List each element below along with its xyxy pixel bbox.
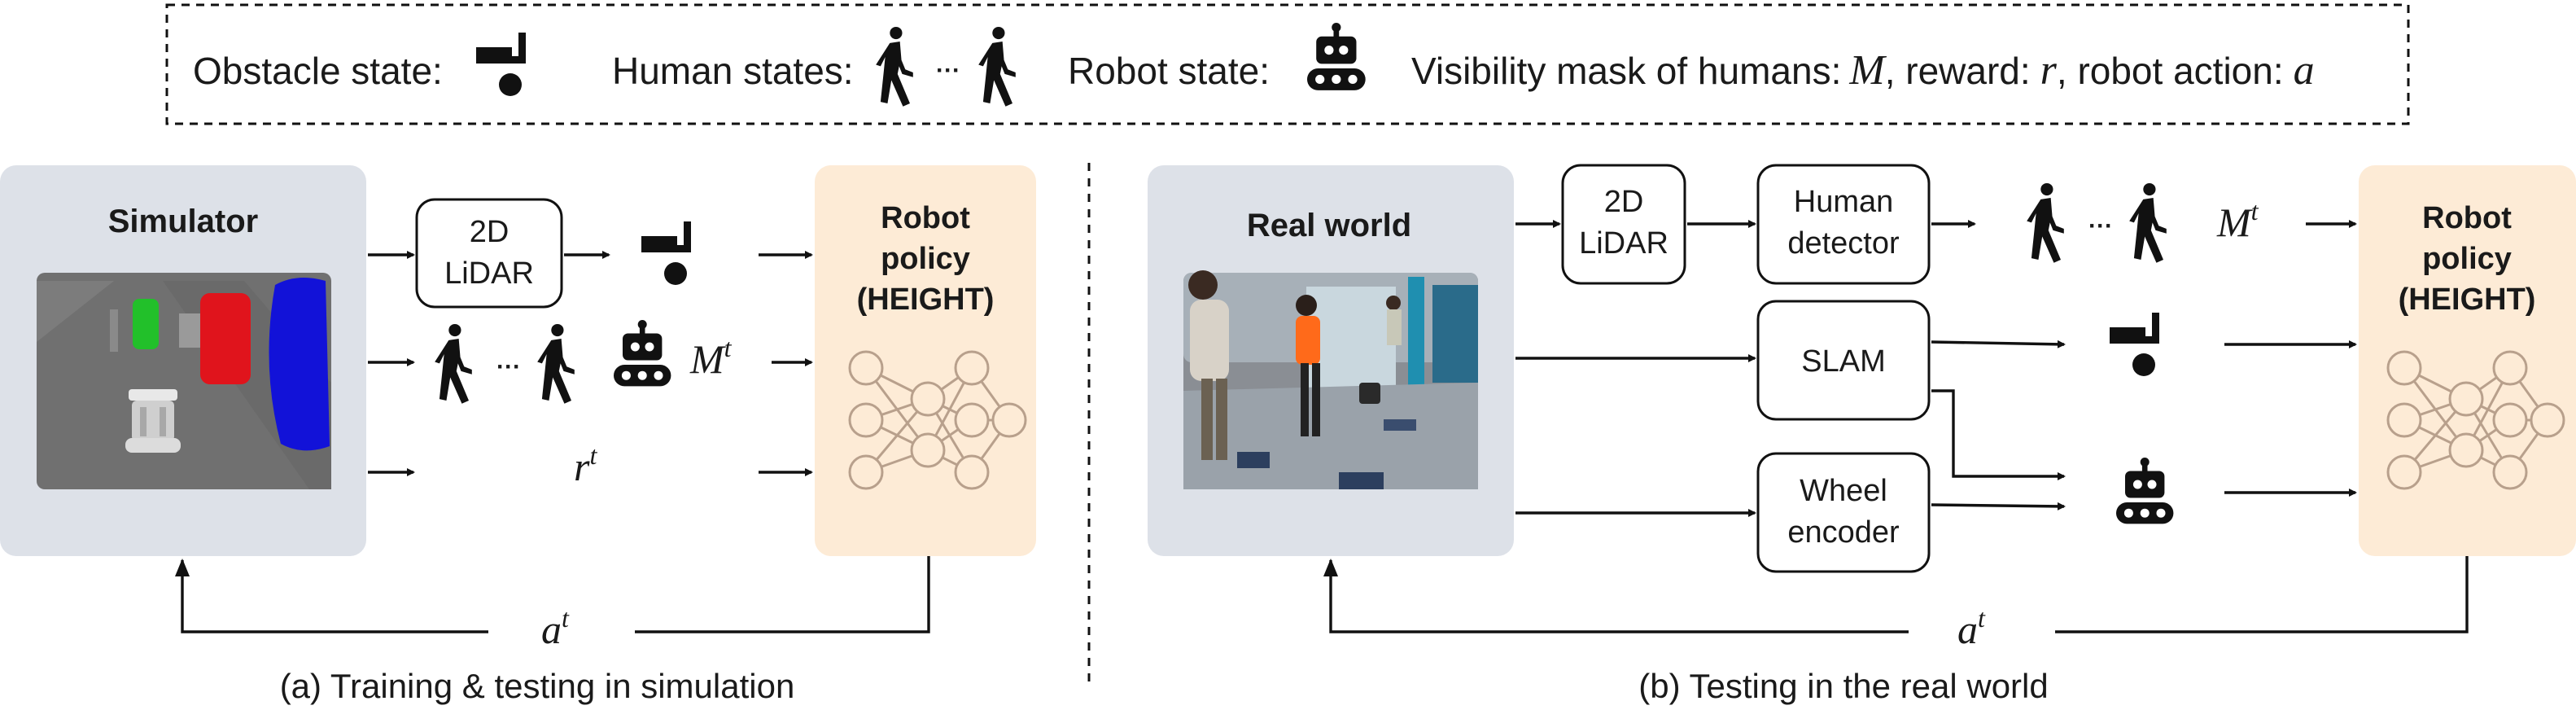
- policy-line3-real: (HEIGHT): [2399, 283, 2536, 317]
- obstacle-icon: [641, 221, 691, 285]
- reward-symbol-sim: rt: [574, 440, 597, 489]
- legend-reward-prefix: , reward:: [1885, 50, 2031, 92]
- pedestrian-icon: [2129, 182, 2167, 263]
- policy-line1-real: Robot: [2422, 201, 2512, 235]
- mask-symbol-sim-sup: t: [724, 333, 733, 362]
- action-symbol-sim-sup: t: [562, 603, 570, 633]
- legend-human-label: Human states:: [612, 50, 854, 92]
- panel-real-world: Real world 2D LiDAR: [1148, 164, 2576, 705]
- robot-icon: [614, 320, 671, 387]
- mask-symbol-sim: Mt: [689, 333, 733, 382]
- legend-border: [165, 3, 2410, 125]
- lidar-line1-sim: 2D: [470, 215, 510, 249]
- slam-box: [1756, 300, 1931, 421]
- policy-line1-sim: Robot: [881, 201, 970, 235]
- pedestrian-icon: [537, 323, 575, 404]
- legend-action-prefix: , robot action:: [2057, 50, 2284, 92]
- legend-definitions: Visibility mask of humans:M, reward:r, r…: [1411, 47, 2315, 94]
- legend-obstacle-label: Obstacle state:: [193, 50, 443, 92]
- reward-symbol-sim-letter: r: [574, 444, 590, 489]
- legend-robot-label: Robot state:: [1068, 50, 1270, 92]
- legend-mask-prefix: Visibility mask of humans:: [1411, 50, 1841, 92]
- mask-symbol-real-letter: M: [2216, 199, 2253, 245]
- wheel-line2: encoder: [1787, 515, 1900, 550]
- wheel-line1: Wheel: [1800, 474, 1887, 508]
- caption-simulation: (a) Training & testing in simulation: [280, 667, 795, 705]
- pedestrian-icon: [435, 323, 472, 404]
- caption-real-world: (b) Testing in the real world: [1638, 667, 2048, 705]
- legend-ellipsis: ···: [936, 57, 960, 84]
- ellipsis-sim: ···: [496, 353, 521, 380]
- legend-mask-symbol: M: [1848, 47, 1887, 94]
- real-world-photo: [1183, 270, 1478, 489]
- lidar-line1-real: 2D: [1604, 185, 1644, 219]
- sim-robot: [125, 389, 181, 453]
- simulator-title: Simulator: [108, 204, 258, 239]
- green-obstacle: [133, 299, 159, 349]
- lidar-box-sim: [415, 198, 563, 309]
- reward-symbol-sim-sup: t: [589, 440, 597, 470]
- mask-symbol-real: Mt: [2216, 196, 2259, 245]
- obstacle-icon: [476, 33, 526, 96]
- slam-label: SLAM: [1801, 344, 1885, 379]
- pedestrian-icon: [876, 26, 913, 107]
- real-world-title: Real world: [1247, 208, 1411, 243]
- policy-line2-real: policy: [2422, 242, 2512, 276]
- detector-line1: Human: [1794, 185, 1894, 219]
- red-obstacle: [200, 293, 251, 384]
- legend: Obstacle state: Human states: ··· Robot …: [165, 3, 2410, 125]
- robot-icon: [2116, 458, 2174, 524]
- mask-symbol-real-sup: t: [2251, 196, 2259, 226]
- obstacle-icon: [2110, 313, 2159, 376]
- lidar-line2-real: LiDAR: [1579, 226, 1668, 261]
- simulator-render: [37, 273, 331, 489]
- policy-line3-sim: (HEIGHT): [857, 283, 995, 317]
- legend-reward-symbol: r: [2040, 47, 2058, 94]
- ellipsis-real: ···: [2088, 213, 2113, 239]
- policy-line2-sim: policy: [881, 242, 970, 276]
- panel-simulation: Simulator 2D LiDAR Robot policy: [0, 165, 1036, 705]
- action-symbol-sim-letter: a: [541, 607, 562, 652]
- robot-icon: [1307, 23, 1366, 90]
- blue-obstacle: [269, 278, 330, 451]
- lidar-box-real: [1561, 164, 1686, 285]
- legend-action-symbol: a: [2294, 47, 2315, 94]
- action-symbol-sim: at: [541, 603, 570, 652]
- lidar-line2-sim: LiDAR: [444, 256, 534, 291]
- pedestrian-icon: [2027, 182, 2064, 263]
- action-symbol-real-letter: a: [1957, 607, 1978, 652]
- pedestrian-icon: [978, 26, 1016, 107]
- human-detector-box: [1756, 164, 1931, 285]
- detector-line2: detector: [1787, 226, 1900, 261]
- action-symbol-real-sup: t: [1978, 603, 1986, 633]
- action-symbol-real: at: [1957, 603, 1986, 652]
- mask-symbol-sim-letter: M: [689, 336, 726, 382]
- wheel-encoder-box: [1756, 452, 1931, 573]
